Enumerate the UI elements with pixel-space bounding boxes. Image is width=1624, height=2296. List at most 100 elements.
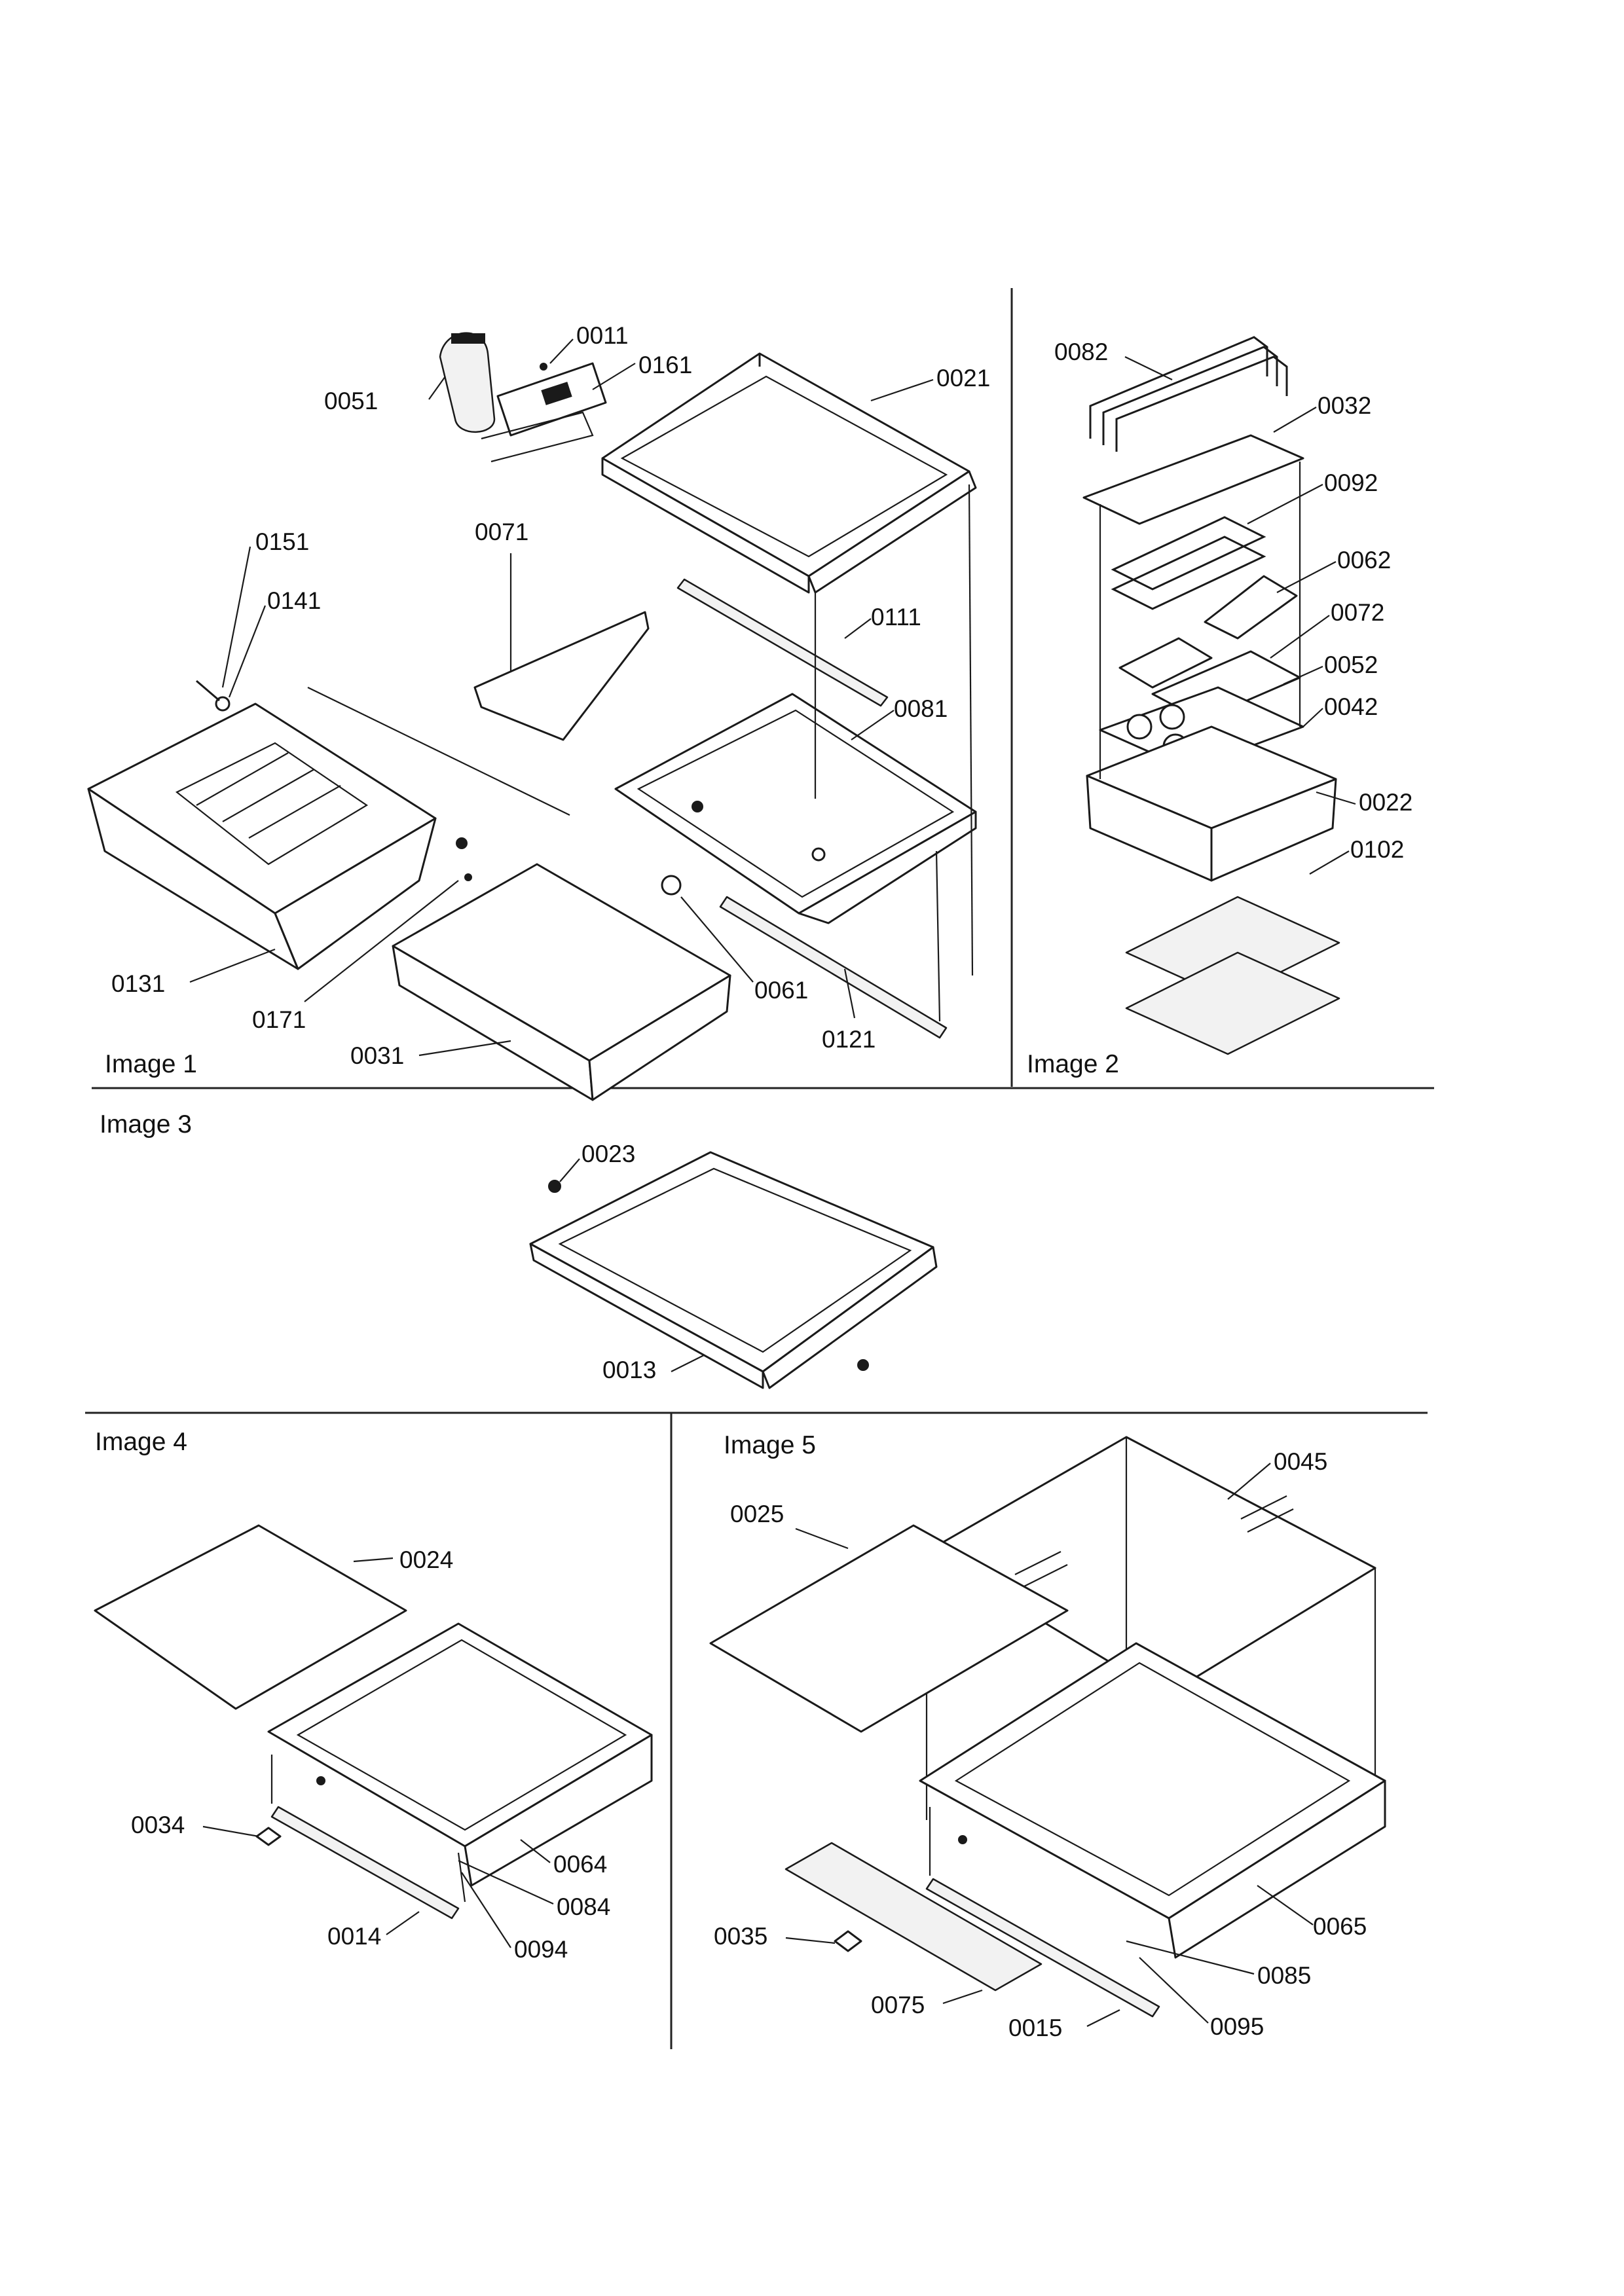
washer xyxy=(456,837,468,849)
egg-cup-1 xyxy=(1126,714,1153,740)
roller-0061 xyxy=(661,875,682,896)
image4-leaders xyxy=(202,1557,554,1948)
screw-0023 xyxy=(548,1180,561,1193)
cover-0025 xyxy=(709,1524,1069,1733)
crisper-frame-0064-side xyxy=(464,1734,653,1887)
dairy-bin-side xyxy=(1210,778,1337,882)
leader-0082 xyxy=(1124,356,1173,380)
label-0032: 0032 xyxy=(1318,392,1371,419)
label-0141: 0141 xyxy=(267,587,321,614)
leader-0031 xyxy=(418,1040,511,1057)
light-cover-notch xyxy=(451,333,485,344)
label-0022: 0022 xyxy=(1359,789,1412,816)
label-0092: 0092 xyxy=(1324,469,1378,496)
frame-screw xyxy=(692,801,703,812)
leader-0085 xyxy=(1126,1940,1255,1975)
label-0011: 0011 xyxy=(576,322,629,349)
leader-0131 xyxy=(189,948,276,983)
light-cover-0051 xyxy=(439,332,496,433)
label-0024: 0024 xyxy=(399,1546,453,1573)
wire-shelf-0092-a xyxy=(1111,516,1266,591)
roller-0034 xyxy=(255,1827,282,1846)
label-0013: 0013 xyxy=(602,1357,656,1383)
leader-0034 xyxy=(202,1825,259,1838)
leader-0015 xyxy=(1086,2009,1120,2027)
rib-1 xyxy=(196,752,289,806)
image5-drawing xyxy=(709,1436,1386,2018)
shelf-0013 xyxy=(529,1151,934,1373)
label-0062: 0062 xyxy=(1337,547,1391,574)
label-0072: 0072 xyxy=(1331,599,1384,626)
label-0035: 0035 xyxy=(714,1923,767,1950)
panel-title-image1: Image 1 xyxy=(105,1050,197,1078)
rail-0014 xyxy=(270,1806,460,1920)
leader-0084 xyxy=(458,1859,554,1905)
leader-0075 xyxy=(942,1989,983,2005)
leader-0092 xyxy=(1247,484,1323,524)
leader-0013 xyxy=(671,1355,705,1372)
leader-0024 xyxy=(353,1557,394,1563)
label-0034: 0034 xyxy=(131,1812,185,1838)
rail-0015 xyxy=(925,1878,1160,2018)
leader-0062 xyxy=(1276,561,1337,593)
label-0023: 0023 xyxy=(581,1140,635,1167)
leader-0095 xyxy=(1139,1957,1209,2024)
light-socket xyxy=(541,382,572,405)
shelf-0013-side-rail xyxy=(762,1246,938,1389)
screw-0171 xyxy=(464,873,472,881)
leader-0171 xyxy=(304,880,459,1002)
image3-drawing xyxy=(529,1151,938,1389)
rail-0121 xyxy=(719,896,948,1039)
leader-0151 xyxy=(221,546,251,688)
box-0045-shine-2 xyxy=(1247,1508,1294,1533)
frame-grommet xyxy=(811,847,826,862)
roller-0035 xyxy=(834,1930,862,1952)
label-0082: 0082 xyxy=(1054,338,1108,365)
box-0045-shine-3 xyxy=(1014,1551,1061,1575)
frame-0065-side xyxy=(1168,1779,1386,1959)
image4-drawing xyxy=(94,1524,653,1920)
panel-title-image4: Image 4 xyxy=(95,1428,187,1456)
leader-0042 xyxy=(1302,708,1323,727)
leader-0141 xyxy=(228,605,267,698)
label-0084: 0084 xyxy=(557,1893,610,1920)
frame-0065-inner xyxy=(954,1662,1351,1897)
meat-pan-side xyxy=(588,974,731,1101)
panel-title-image5: Image 5 xyxy=(724,1431,816,1459)
leader-0064 xyxy=(520,1839,551,1863)
assembly-line-2 xyxy=(968,484,974,976)
rib-3 xyxy=(248,785,341,839)
assembly-line-4 xyxy=(935,850,941,1022)
leader-0051 xyxy=(428,376,446,400)
image4-assembly-right xyxy=(457,1852,466,1903)
label-0075: 0075 xyxy=(871,1992,925,2018)
leader-0014 xyxy=(386,1911,420,1935)
top-shelf-front-trim xyxy=(601,457,810,594)
label-0061: 0061 xyxy=(754,977,808,1004)
crisper-cover-0024 xyxy=(94,1524,407,1710)
crisper-drawer-ribs xyxy=(175,742,369,866)
screw-0011 xyxy=(540,363,547,371)
leader-0021 xyxy=(870,378,934,402)
tray-0072 xyxy=(1118,637,1213,689)
divider-plate-0071 xyxy=(473,611,650,741)
label-0151: 0151 xyxy=(255,528,309,555)
label-0102: 0102 xyxy=(1350,836,1404,863)
image1-leaders xyxy=(189,338,934,1057)
label-0065: 0065 xyxy=(1313,1913,1367,1940)
assembly-line-1 xyxy=(307,687,570,816)
label-0171: 0171 xyxy=(252,1006,306,1033)
leader-0094 xyxy=(461,1872,511,1948)
label-0071: 0071 xyxy=(475,519,528,545)
label-0025: 0025 xyxy=(730,1501,784,1527)
wire-rack-0082-a xyxy=(1089,336,1268,439)
label-0015: 0015 xyxy=(1008,2014,1062,2041)
leader-0102 xyxy=(1309,850,1350,875)
label-0131: 0131 xyxy=(111,970,165,997)
leader-0065 xyxy=(1257,1885,1314,1925)
screw-0013-side xyxy=(857,1359,869,1371)
leader-0025 xyxy=(795,1527,849,1550)
panel-dividers xyxy=(85,288,1434,2049)
leader-0121 xyxy=(843,968,856,1019)
